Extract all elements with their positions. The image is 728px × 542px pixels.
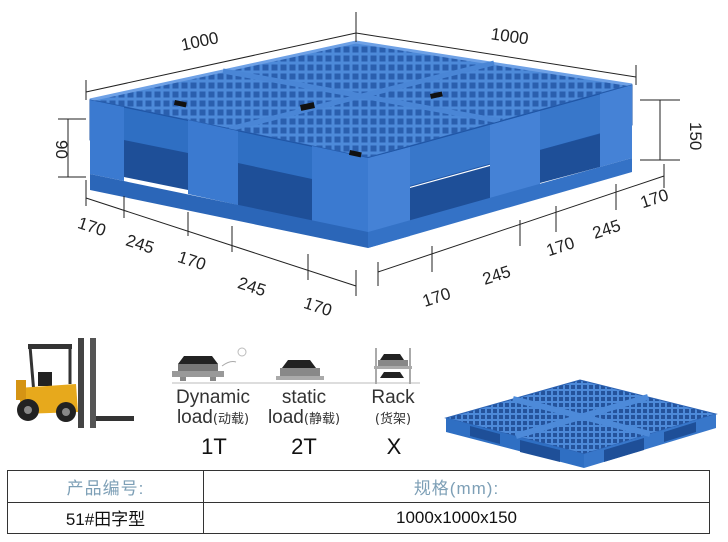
dim-fl-3: 170 bbox=[175, 247, 208, 274]
table-row: 51#田字型 1000x1000x150 bbox=[7, 501, 710, 534]
dim-fl-1: 170 bbox=[75, 213, 108, 240]
load-label-static-sub: (静载) bbox=[303, 412, 341, 427]
dim-fr-5: 170 bbox=[638, 185, 671, 212]
load-label-static-line2-text: load bbox=[267, 407, 304, 428]
spec-table: 产品编号: 规格(mm): 51#田字型 1000x1000x150 bbox=[7, 470, 710, 534]
dim-left-height: 90 bbox=[52, 140, 71, 159]
forklift-icon bbox=[16, 338, 134, 428]
dimension-lines bbox=[58, 12, 680, 296]
spec-header-product-code: 产品编号: bbox=[7, 470, 204, 503]
dim-fl-5: 170 bbox=[301, 293, 334, 320]
spec-table-header-row: 产品编号: 规格(mm): bbox=[7, 470, 710, 503]
load-label-rack-sub: (货架) bbox=[374, 412, 412, 427]
load-label-rack: Rack (货架) bbox=[362, 388, 424, 430]
load-label-dynamic-line1: Dynamic bbox=[176, 387, 250, 408]
dim-fl-4: 245 bbox=[235, 273, 268, 300]
load-label-dynamic: Dynamic load(动载) bbox=[168, 388, 258, 430]
load-label-dynamic-line2-text: load bbox=[176, 407, 213, 428]
dynamic-load-icon bbox=[172, 347, 247, 381]
dim-fr-1: 170 bbox=[420, 284, 453, 311]
rack-load-icon bbox=[374, 348, 412, 384]
pallet-photo bbox=[444, 379, 718, 468]
load-label-static-line1: static bbox=[281, 387, 327, 408]
dim-fr-4: 245 bbox=[590, 216, 623, 243]
load-value-rack: X bbox=[386, 434, 402, 459]
dim-fr-2: 245 bbox=[480, 262, 513, 289]
dim-fr-3: 170 bbox=[544, 233, 577, 260]
load-value-dynamic: 1T bbox=[201, 434, 227, 459]
load-label-static: static load(静载) bbox=[258, 388, 350, 430]
dim-top-left: 1000 bbox=[179, 28, 220, 54]
load-value-static: 2T bbox=[291, 434, 317, 459]
static-load-icon bbox=[276, 360, 324, 380]
spec-header-size: 规格(mm): bbox=[203, 470, 710, 503]
spec-cell-size: 1000x1000x150 bbox=[203, 501, 710, 534]
dim-right-height: 150 bbox=[686, 122, 705, 150]
load-label-rack-line2: (货架) bbox=[362, 408, 424, 430]
spec-cell-product-code: 51#田字型 bbox=[7, 501, 204, 534]
load-label-dynamic-sub: (动载) bbox=[212, 412, 250, 427]
load-label-static-line2: load(静载) bbox=[258, 408, 350, 430]
dim-fl-2: 245 bbox=[124, 231, 157, 258]
load-label-dynamic-line2: load(动载) bbox=[168, 408, 258, 430]
dim-top-right: 1000 bbox=[490, 24, 530, 48]
load-label-rack-line1: Rack bbox=[371, 387, 415, 408]
main-pallet bbox=[89, 40, 633, 248]
